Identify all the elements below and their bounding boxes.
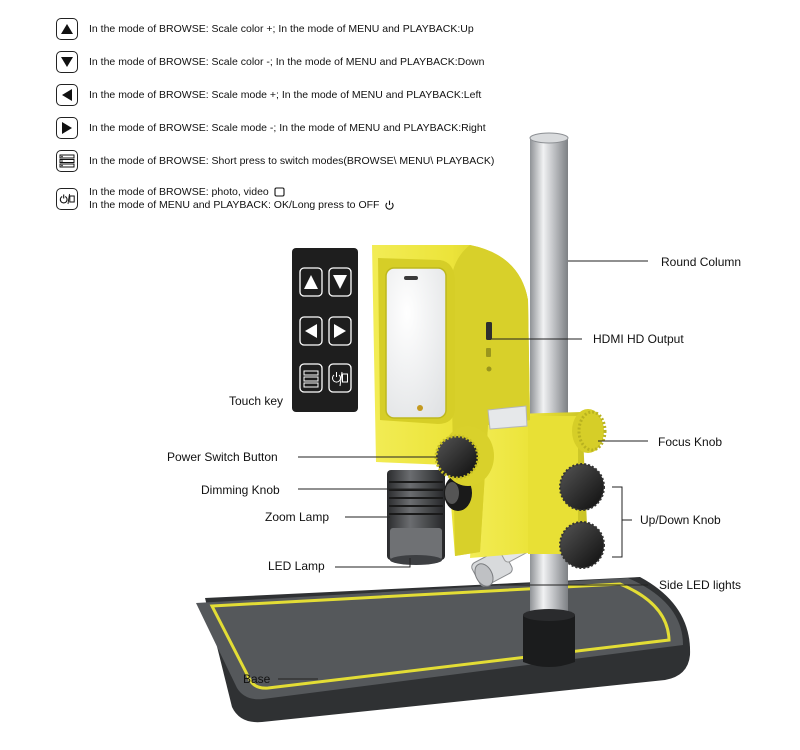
legend-row-right: In the mode of BROWSE: Scale mode -; In … — [56, 117, 486, 139]
legend-text: In the mode of BROWSE: Short press to sw… — [89, 154, 495, 167]
legend-text: In the mode of BROWSE: Scale mode -; In … — [89, 121, 486, 134]
legend-row-power: In the mode of BROWSE: photo, video In t… — [56, 186, 395, 212]
focus-knob — [572, 409, 607, 453]
zoom-lamp — [387, 470, 445, 565]
label-touch-key: Touch key — [229, 394, 284, 408]
legend-text: In the mode of BROWSE: Scale mode +; In … — [89, 88, 482, 101]
legend-row-up: In the mode of BROWSE: Scale color +; In… — [56, 18, 474, 40]
label-side-led-lights: Side LED lights — [659, 578, 742, 592]
label-round-column: Round Column — [661, 255, 742, 269]
power-icon — [385, 200, 395, 210]
legend-text-line1: In the mode of BROWSE: photo, video — [89, 186, 269, 198]
legend-text: In the mode of BROWSE: Scale color +; In… — [89, 22, 474, 35]
label-dimming-knob: Dimming Knob — [201, 483, 280, 497]
label-up-down-knob: Up/Down Knob — [640, 513, 721, 527]
label-hdmi-output: HDMI HD Output — [593, 332, 684, 346]
menu-list-icon — [56, 150, 78, 172]
label-focus-knob: Focus Knob — [658, 435, 723, 449]
legend-row-down: In the mode of BROWSE: Scale color -; In… — [56, 51, 484, 73]
video-square-icon — [274, 187, 285, 197]
label-led-lamp: LED Lamp — [268, 559, 325, 573]
touch-keypad — [292, 248, 358, 412]
left-arrow-icon — [56, 84, 78, 106]
legend-row-menu: In the mode of BROWSE: Short press to sw… — [56, 150, 494, 172]
legend-text-line2: In the mode of MENU and PLAYBACK: OK/Lon… — [89, 199, 380, 211]
round-column — [523, 132, 575, 667]
legend-row-left: In the mode of BROWSE: Scale mode +; In … — [56, 84, 481, 106]
up-down-knobs — [559, 463, 605, 569]
right-arrow-icon — [56, 117, 78, 139]
label-power-switch: Power Switch Button — [167, 450, 278, 464]
label-base: Base — [243, 672, 271, 686]
legend-text: In the mode of BROWSE: Scale color -; In… — [89, 55, 485, 68]
power-switch-knob — [434, 426, 494, 486]
power-capture-icon — [56, 188, 78, 210]
base — [196, 577, 691, 723]
label-zoom-lamp: Zoom Lamp — [265, 510, 330, 524]
leader-lines — [278, 260, 648, 680]
down-arrow-icon — [56, 51, 78, 73]
up-arrow-icon — [56, 18, 78, 40]
legend-text-multiline: In the mode of BROWSE: photo, video In t… — [89, 186, 395, 212]
